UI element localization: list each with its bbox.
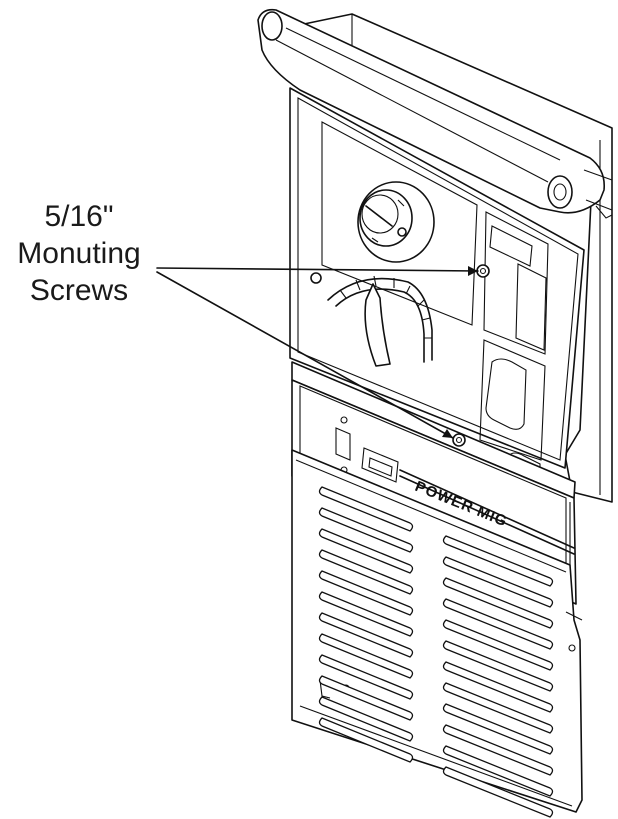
vented-cover (291, 449, 583, 818)
vent-slot (318, 507, 414, 553)
handle-end-left (261, 11, 283, 41)
vent-slot (442, 640, 554, 692)
vent-slot (318, 633, 414, 679)
vent-slot (318, 675, 414, 721)
vent-slot (318, 570, 414, 616)
callout-word-2: Screws (29, 274, 129, 307)
dial-pointer (364, 283, 391, 367)
vent-slot (442, 577, 554, 629)
callout-size: 5/16" (44, 200, 114, 233)
callout-leaders (156, 266, 479, 439)
vent-slot (442, 535, 554, 587)
voltage-knob (357, 181, 435, 263)
vent-slot (442, 724, 554, 776)
vent-slots-left (318, 486, 414, 763)
vent-slot (318, 591, 414, 637)
vent-slot (442, 766, 554, 818)
vent-slot (442, 661, 554, 713)
dial-scale (327, 275, 433, 363)
handle-end-right (547, 175, 573, 209)
lower-right-window (479, 339, 546, 461)
vent-slot (318, 612, 414, 658)
mounting-screw-lower (452, 433, 466, 447)
upper-right-window (483, 211, 549, 355)
vent-slot (318, 654, 414, 700)
handle-bar (257, 8, 613, 219)
vent-slot (442, 619, 554, 671)
knob-set-screw (397, 227, 407, 237)
vent-slot (442, 745, 554, 797)
control-panel (289, 87, 585, 495)
vent-slot (442, 598, 554, 650)
vent-slot (442, 703, 554, 755)
vent-slot (318, 549, 414, 595)
leader-arrowhead-upper (468, 266, 478, 276)
vent-slot (318, 528, 414, 574)
knob-window (321, 121, 478, 326)
vent-slots-right (442, 535, 554, 818)
vent-slot (318, 696, 414, 742)
leader-arrowhead-lower (442, 429, 453, 438)
callout-word-1: Monuting (17, 237, 141, 270)
mounting-screws-callout: 5/16" Monuting Screws (4, 198, 154, 309)
panel-screw-left (310, 272, 322, 284)
vent-slot (318, 486, 414, 532)
vent-slot (442, 556, 554, 608)
vent-slot (442, 682, 554, 734)
vent-slot (318, 717, 414, 763)
